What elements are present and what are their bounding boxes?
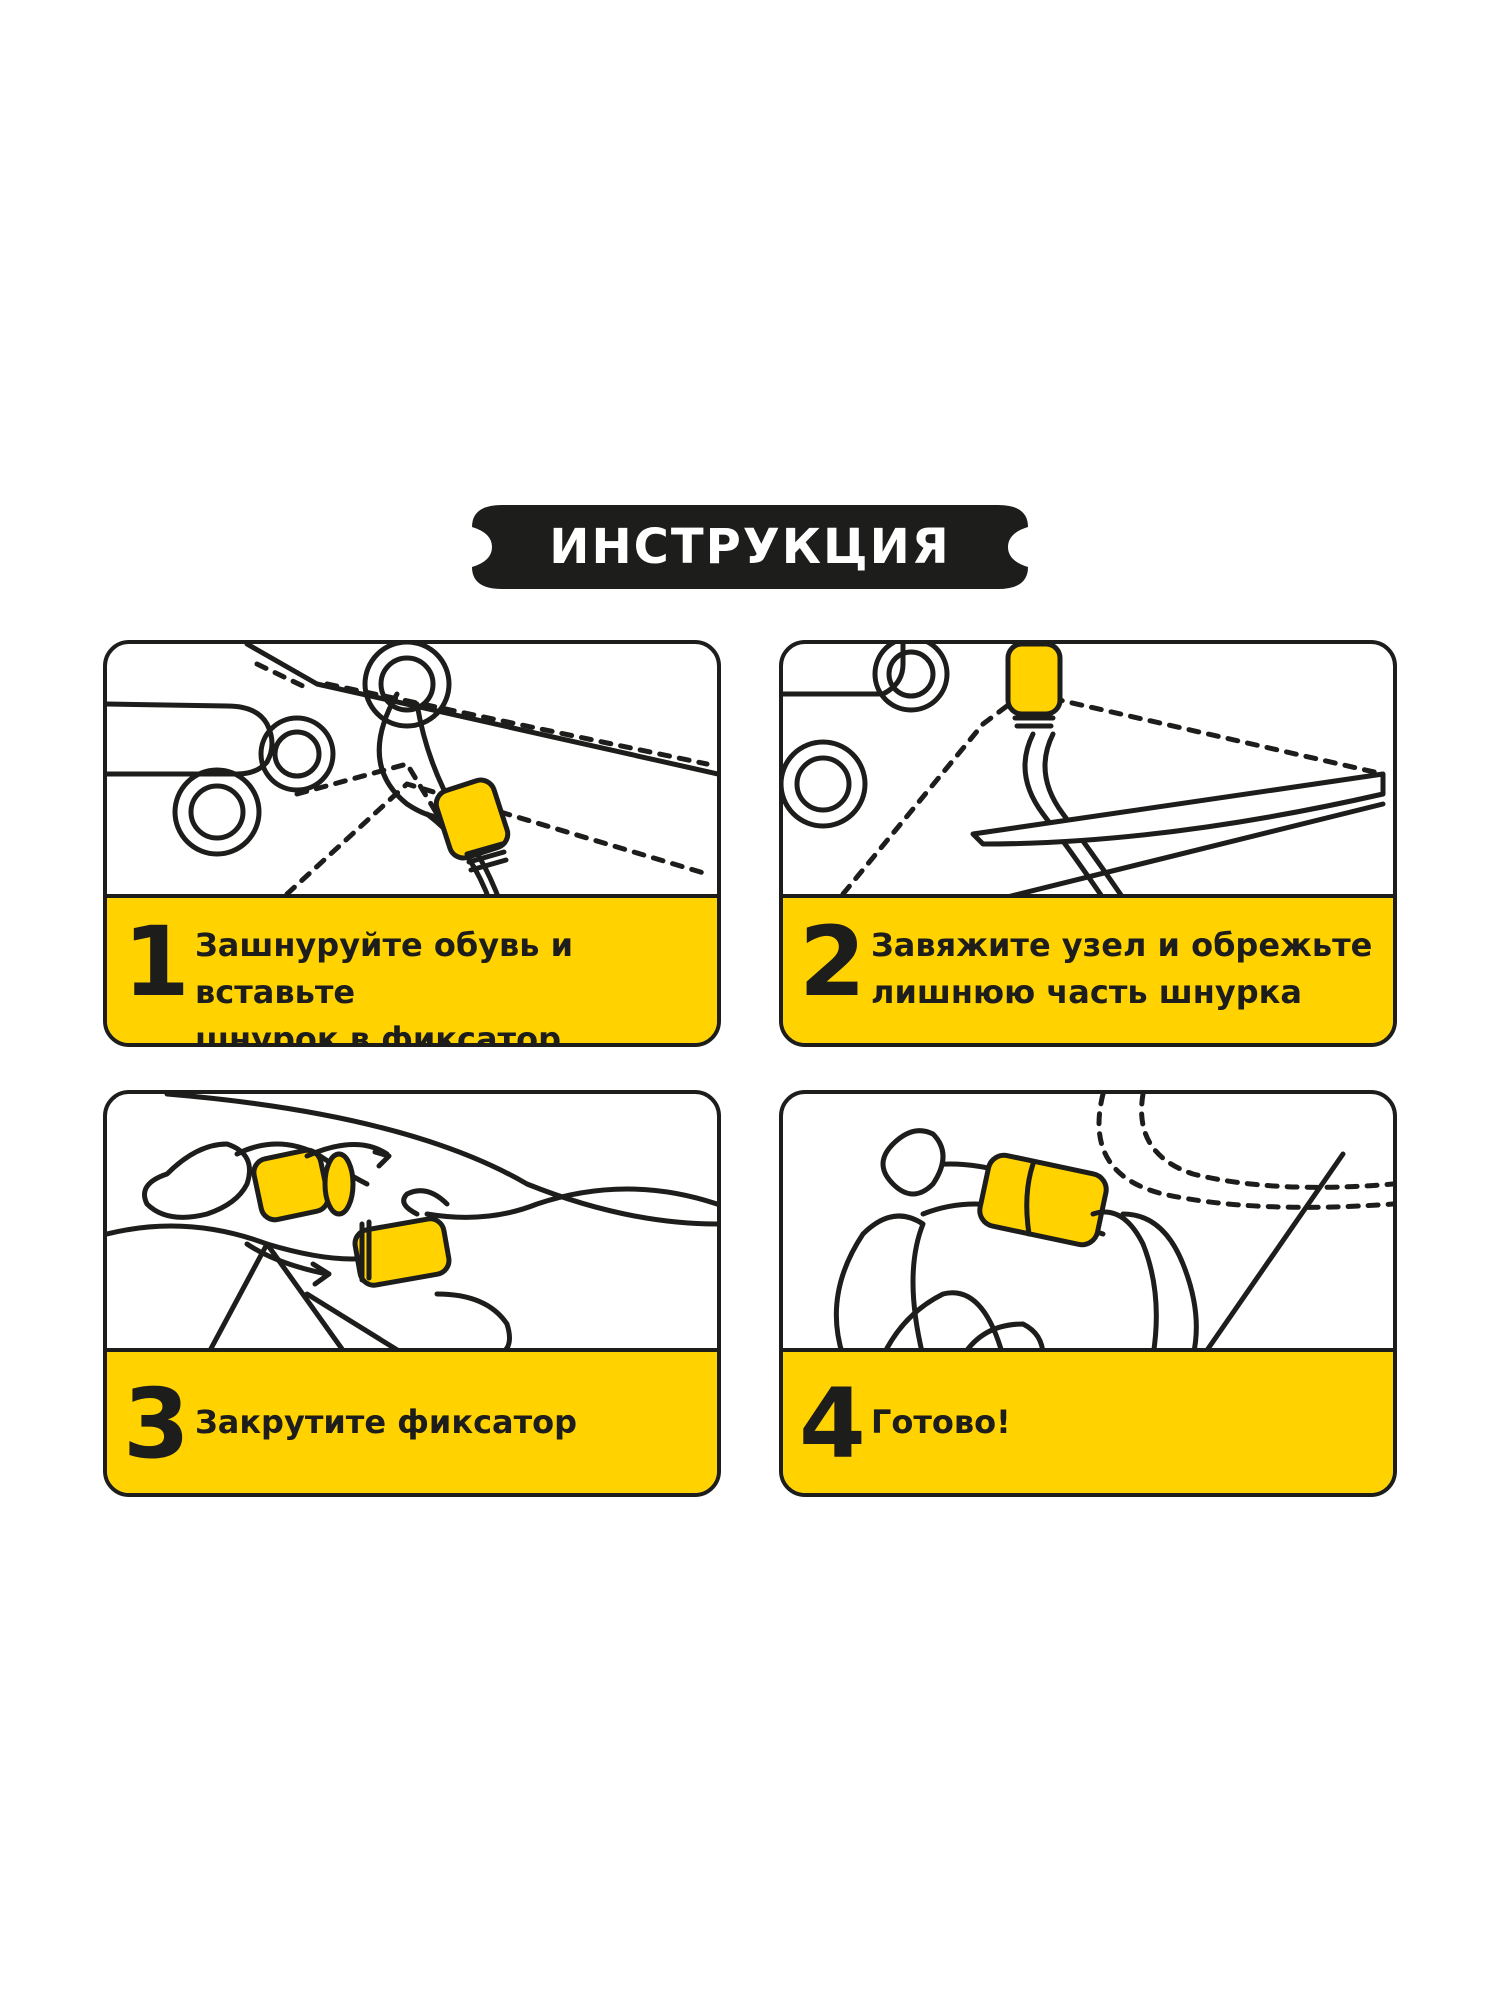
step-caption-2: 2 Завяжите узел и обрежьте лишнюю часть …: [783, 894, 1393, 1043]
step-card-4: 4 Готово!: [779, 1090, 1397, 1497]
step-caption-4: 4 Готово!: [783, 1348, 1393, 1493]
banner-shape: [472, 505, 1028, 589]
title-banner: ИНСТРУКЦИЯ: [462, 497, 1038, 597]
step-number: 1: [123, 906, 190, 1018]
step-card-3: 3 Закрутите фиксатор: [103, 1090, 721, 1497]
step-caption-3: 3 Закрутите фиксатор: [107, 1348, 717, 1493]
page-title: ИНСТРУКЦИЯ: [549, 519, 951, 575]
step-text: Зашнуруйте обувь и вставьте шнурок в фик…: [195, 926, 574, 1047]
lace-insert-illustration: [107, 644, 717, 897]
step-number: 2: [799, 906, 866, 1018]
step-number: 4: [799, 1368, 866, 1480]
step-caption-1: 1 Зашнуруйте обувь и вставьте шнурок в ф…: [107, 894, 717, 1043]
step-card-1: 1 Зашнуруйте обувь и вставьте шнурок в ф…: [103, 640, 721, 1047]
step-card-2: 2 Завяжите узел и обрежьте лишнюю часть …: [779, 640, 1397, 1047]
step-number: 3: [123, 1368, 190, 1480]
step-text: Готово!: [871, 1403, 1011, 1441]
twist-clip-illustration: [107, 1094, 717, 1356]
step-text: Завяжите узел и обрежьте лишнюю часть шн…: [871, 926, 1373, 1011]
cut-lace-illustration: [783, 644, 1386, 898]
finished-clip-illustration: [833, 1094, 1393, 1356]
step-text: Закрутите фиксатор: [195, 1403, 578, 1441]
